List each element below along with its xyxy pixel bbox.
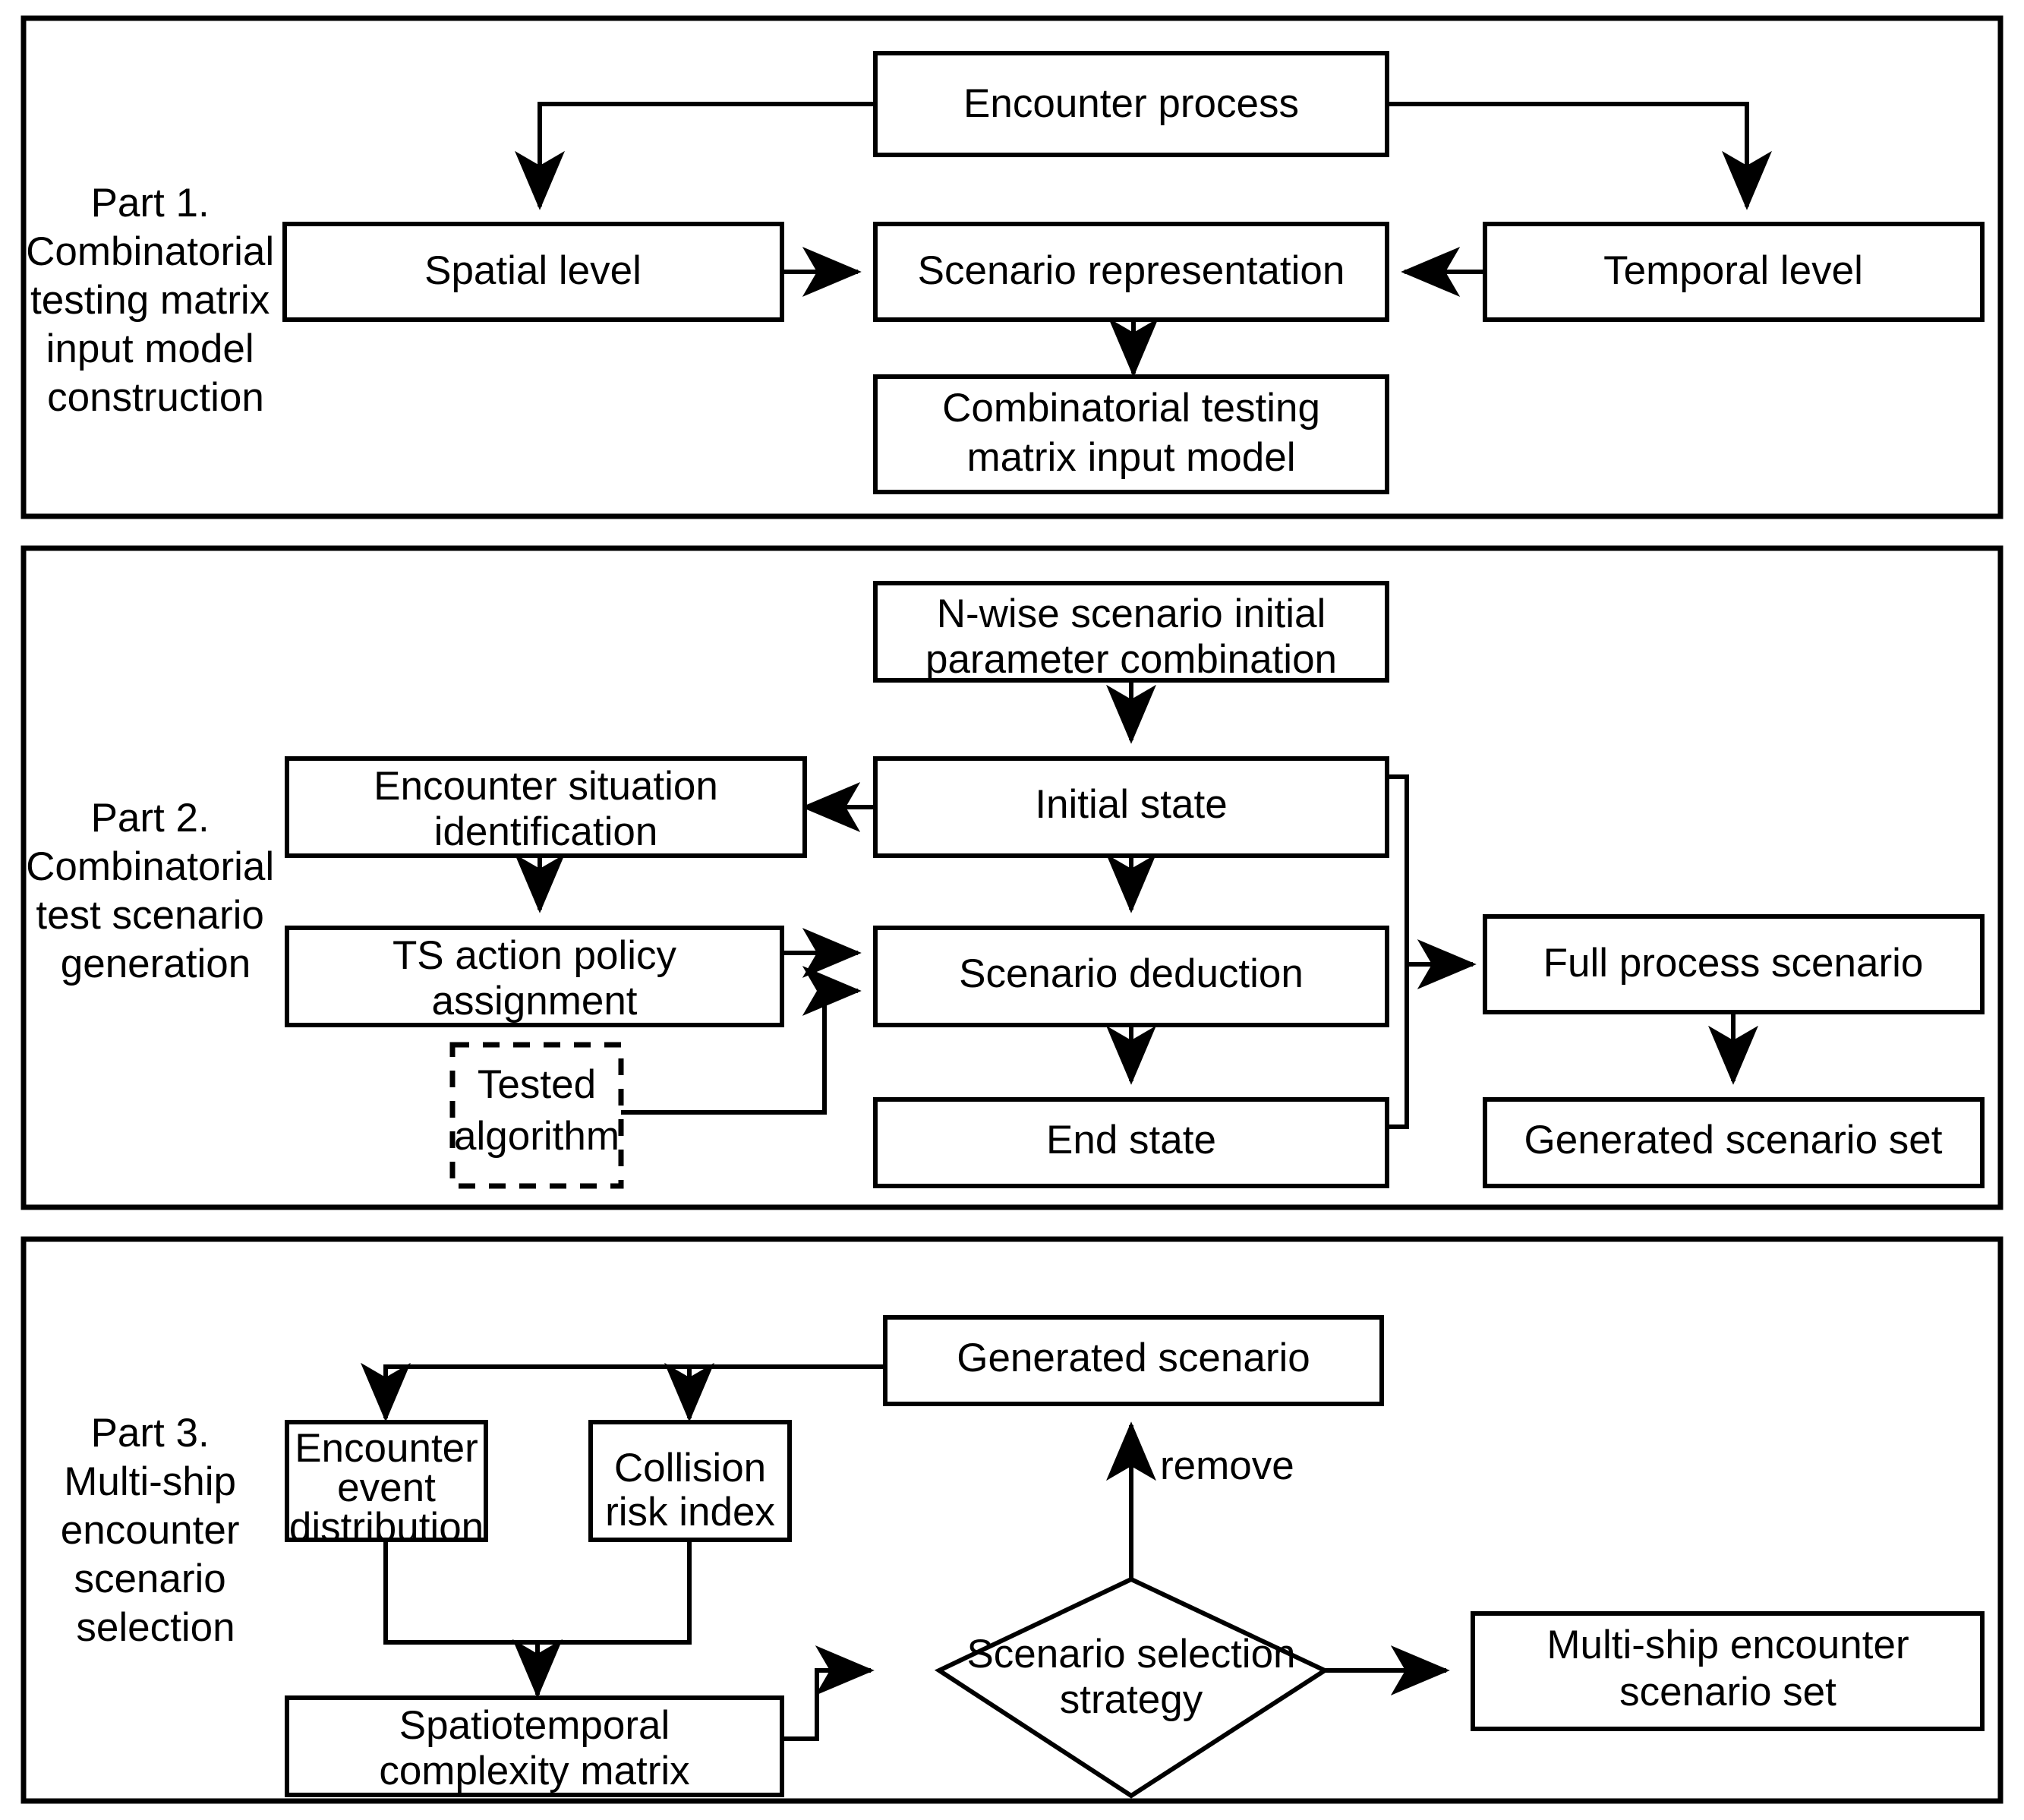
part2-label: Part 2. Combinatorial test scenario gene… xyxy=(26,796,285,986)
node-spatial-level-label: Spatial level xyxy=(424,248,642,293)
part3-label-line-4: selection xyxy=(76,1605,235,1650)
node-collision-risk-index[interactable]: Collision risk index xyxy=(588,1420,792,1542)
part2-label-line-2: test scenario xyxy=(36,893,263,938)
node-generated-scenario[interactable]: Generated scenario xyxy=(883,1315,1384,1406)
node-encounter-process-label: Encounter process xyxy=(963,81,1299,126)
part3-label: Part 3. Multi-ship encounter scenario se… xyxy=(61,1411,251,1650)
node-generated-scenario-set[interactable]: Generated scenario set xyxy=(1483,1097,1985,1188)
part2-label-line-0: Part 2. xyxy=(91,796,210,841)
node-spatial-level[interactable]: Spatial level xyxy=(282,222,784,322)
part2-label-line-3: generation xyxy=(61,942,251,986)
edge-tested-algorithm-to-deduction xyxy=(621,966,862,1115)
node-scenario-representation[interactable]: Scenario representation xyxy=(873,222,1389,322)
panel-part1-frame xyxy=(20,15,2004,519)
node-ct-matrix-input-model[interactable]: Combinatorial testing matrix input model xyxy=(873,374,1389,494)
node-tested-algorithm[interactable]: Tested algorithm xyxy=(449,1042,624,1189)
node-encounter-situation-identification[interactable]: Encounter situation identification xyxy=(285,756,807,858)
part3-label-line-2: encounter xyxy=(61,1508,240,1553)
edge-spatiotemporal-to-diamond xyxy=(782,1645,875,1741)
node-spatiotemporal-line2: complexity matrix xyxy=(379,1749,689,1793)
node-full-process-scenario[interactable]: Full process scenario xyxy=(1483,914,1985,1014)
node-generated-scenario-label: Generated scenario xyxy=(957,1336,1310,1380)
node-temporal-level-label: Temporal level xyxy=(1603,248,1863,293)
part1-label-line-1: Combinatorial xyxy=(26,229,274,274)
node-encounter-event-distribution[interactable]: Encounter event distribution xyxy=(285,1420,488,1550)
part3-label-line-0: Part 3. xyxy=(91,1411,210,1456)
node-scenario-selection-line1: Scenario selection xyxy=(966,1632,1295,1676)
node-scenario-deduction-label: Scenario deduction xyxy=(959,951,1304,996)
node-generated-scenario-set-label: Generated scenario set xyxy=(1524,1118,1943,1162)
edge-states-to-fullprocess xyxy=(1387,774,1409,1129)
part1-label-line-2: testing matrix xyxy=(30,278,270,323)
node-multiship-encounter-scenario-set[interactable]: Multi-ship encounter scenario set xyxy=(1471,1611,1985,1731)
edge-genscenario-to-encounterevent xyxy=(361,1362,885,1422)
part3-label-line-1: Multi-ship xyxy=(64,1459,236,1504)
node-scenario-representation-label: Scenario representation xyxy=(918,248,1345,293)
edge-eventdist-collision-to-spatiotemporal xyxy=(383,1540,692,1645)
node-end-state[interactable]: End state xyxy=(873,1097,1389,1188)
node-tested-algorithm-line1: Tested xyxy=(478,1062,596,1107)
edge-encounter-to-temporal xyxy=(1387,102,1772,210)
node-scenario-selection-strategy[interactable]: Scenario selection strategy xyxy=(934,1576,1330,1799)
node-scenario-selection-line2: strategy xyxy=(1060,1677,1203,1722)
node-ts-action-policy-assignment[interactable]: TS action policy assignment xyxy=(285,926,784,1027)
node-encounter-event-line1: Encounter xyxy=(295,1426,478,1471)
node-spatiotemporal-line1: Spatiotemporal xyxy=(399,1703,670,1748)
node-initial-state-label: Initial state xyxy=(1035,782,1227,827)
node-nwise-line2: parameter combination xyxy=(925,637,1337,682)
node-encounter-situation-line1: Encounter situation xyxy=(374,764,718,809)
node-end-state-label: End state xyxy=(1046,1118,1216,1162)
node-initial-state[interactable]: Initial state xyxy=(873,756,1389,858)
node-collision-risk-line1: Collision xyxy=(614,1446,766,1490)
node-nwise-line1: N-wise scenario initial xyxy=(937,591,1326,636)
edge-encounter-to-spatial xyxy=(515,102,875,210)
node-encounter-situation-line2: identification xyxy=(434,809,658,854)
node-multiship-set-line1: Multi-ship encounter xyxy=(1546,1623,1909,1667)
node-full-process-scenario-label: Full process scenario xyxy=(1543,941,1924,986)
part1-label-line-4: construction xyxy=(47,375,264,420)
node-spatiotemporal-complexity-matrix[interactable]: Spatiotemporal complexity matrix xyxy=(285,1695,784,1797)
node-scenario-deduction[interactable]: Scenario deduction xyxy=(873,926,1389,1027)
node-encounter-process[interactable]: Encounter process xyxy=(873,51,1389,157)
node-ts-action-policy-line2: assignment xyxy=(431,979,637,1024)
node-temporal-level[interactable]: Temporal level xyxy=(1483,222,1985,322)
node-collision-risk-line2: risk index xyxy=(605,1490,775,1535)
part1-label-line-0: Part 1. xyxy=(91,181,210,226)
node-tested-algorithm-line2: algorithm xyxy=(454,1114,619,1159)
panel-part2-frame xyxy=(20,545,2004,1210)
part2-label-line-1: Combinatorial xyxy=(26,844,274,889)
part1-label-line-3: input model xyxy=(46,326,254,371)
node-nwise-combination[interactable]: N-wise scenario initial parameter combin… xyxy=(873,581,1389,683)
node-encounter-event-line2: event xyxy=(337,1465,436,1510)
node-ct-matrix-input-model-line1: Combinatorial testing xyxy=(942,386,1320,431)
part1-label: Part 1. Combinatorial testing matrix inp… xyxy=(26,181,285,420)
node-ct-matrix-input-model-line2: matrix input model xyxy=(966,435,1295,480)
part3-label-line-3: scenario xyxy=(74,1557,225,1601)
node-ts-action-policy-line1: TS action policy xyxy=(393,933,677,978)
panel-part3-frame xyxy=(20,1236,2004,1804)
edge-label-remove: remove xyxy=(1160,1443,1294,1488)
node-encounter-event-line3: distribution xyxy=(289,1505,484,1550)
node-multiship-set-line2: scenario set xyxy=(1619,1670,1836,1714)
